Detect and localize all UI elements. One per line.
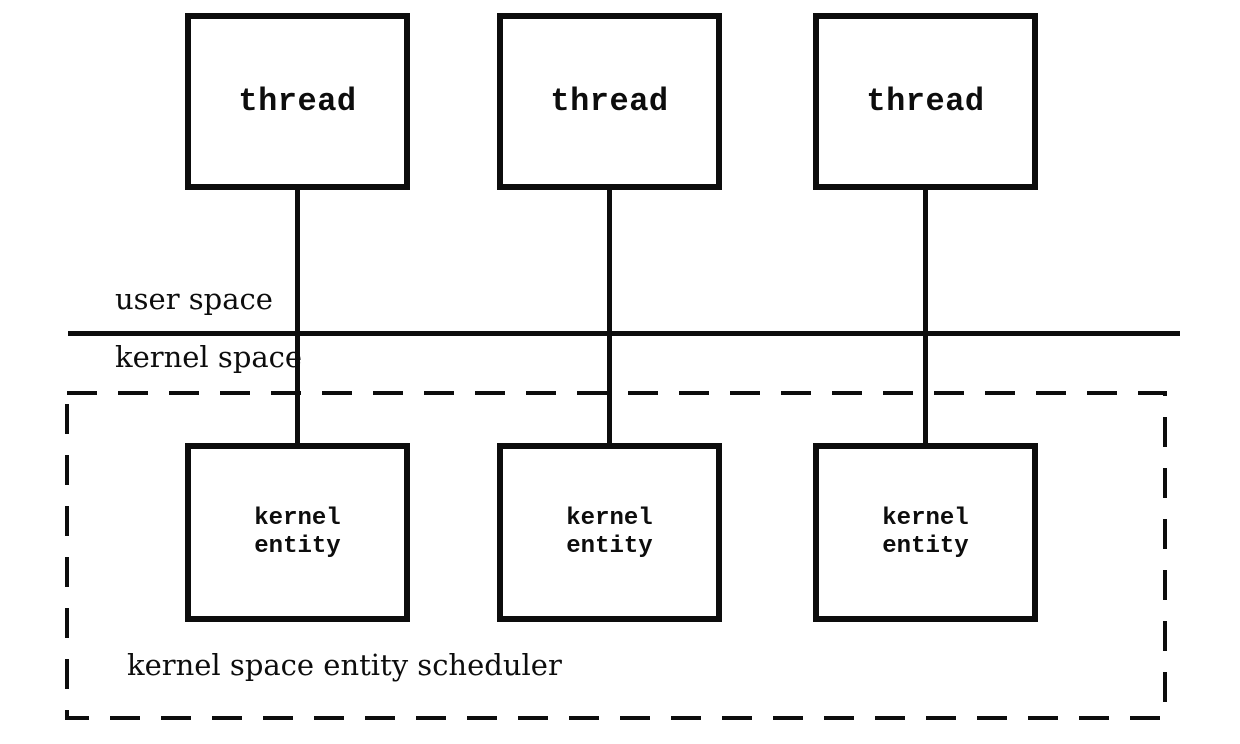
kernel-entity-box-1-label: kernel entity xyxy=(254,504,341,560)
thread-box-3: thread xyxy=(813,13,1038,190)
thread-box-2: thread xyxy=(497,13,722,190)
thread-box-3-label: thread xyxy=(866,83,985,120)
connector-line-2 xyxy=(607,185,612,448)
kernel-entity-box-3-label: kernel entity xyxy=(882,504,969,560)
kernel-space-label: kernel space xyxy=(115,340,303,374)
kernel-scheduler-label: kernel space entity scheduler xyxy=(127,648,562,682)
connector-line-3 xyxy=(923,185,928,448)
kernel-entity-box-2: kernel entity xyxy=(497,443,722,622)
kernel-entity-box-3: kernel entity xyxy=(813,443,1038,622)
user-kernel-boundary-line xyxy=(68,331,1180,336)
thread-box-2-label: thread xyxy=(550,83,669,120)
kernel-entity-box-1: kernel entity xyxy=(185,443,410,622)
connector-line-1 xyxy=(295,185,300,448)
thread-box-1: thread xyxy=(185,13,410,190)
user-space-label: user space xyxy=(115,282,273,316)
thread-box-1-label: thread xyxy=(238,83,357,120)
kernel-entity-box-2-label: kernel entity xyxy=(566,504,653,560)
